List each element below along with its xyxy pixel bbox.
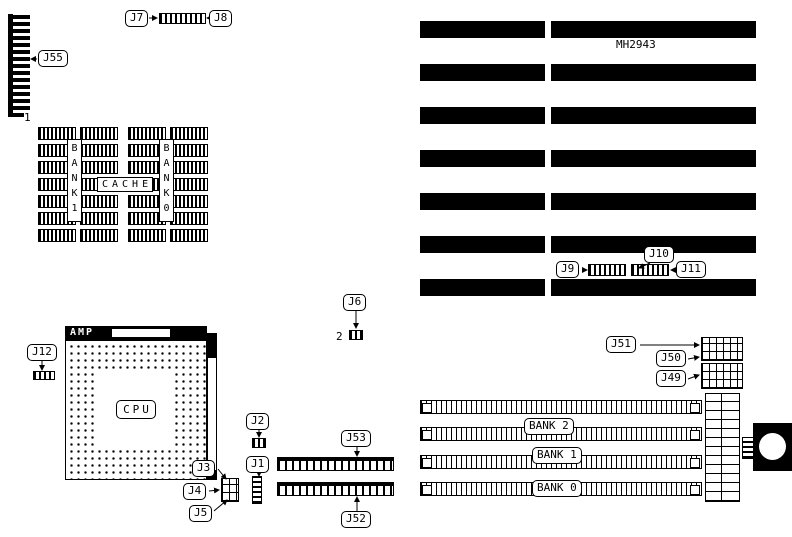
label-j11: J11 (676, 261, 706, 278)
cache-chip (80, 229, 118, 242)
isa-slot-5 (420, 193, 756, 210)
isa-slot-2 (420, 64, 756, 81)
cache-chip (128, 229, 166, 242)
cpu-label: CPU (116, 399, 156, 419)
cache-chip (80, 127, 118, 140)
label-j51: J51 (606, 336, 636, 353)
label-memory-bank2: BANK 2 (524, 418, 574, 435)
jumper-j6 (349, 330, 363, 340)
leader-line (213, 499, 228, 512)
label-j6: J6 (343, 294, 367, 311)
leader-line (638, 262, 651, 269)
label-j50: J50 (656, 350, 686, 367)
power-terminal-strip (705, 393, 740, 502)
connector-j50-j51-block (701, 337, 743, 361)
board-id: MH2943 (616, 38, 656, 51)
jumper-j2 (252, 438, 266, 448)
cache-bank0-label: BANK0 (159, 139, 174, 222)
simm-slot-1 (420, 400, 702, 414)
keyboard-connector (753, 423, 792, 471)
isa-notch (545, 236, 551, 253)
label-j4: J4 (183, 483, 207, 500)
leader-line (208, 487, 220, 494)
connector-j53 (277, 457, 394, 471)
isa-slot-4 (420, 150, 756, 167)
leader-line (687, 373, 700, 380)
isa-notch (545, 193, 551, 210)
edge-connector-j55 (8, 14, 30, 117)
label-j55: J55 (38, 50, 68, 67)
cache-chip (38, 127, 76, 140)
amp-window (112, 329, 170, 337)
cache-chip-column-2 (80, 127, 118, 246)
connector-j49-block (701, 363, 743, 389)
cache-label: CACHE (97, 177, 154, 192)
label-j12: J12 (27, 344, 57, 361)
isa-notch (545, 107, 551, 124)
cache-chip-column-3 (128, 127, 166, 246)
cache-chip (170, 127, 208, 140)
label-j2: J2 (246, 413, 270, 430)
cache-chip (128, 127, 166, 140)
leader-line (687, 354, 700, 361)
label-j8: J8 (209, 10, 233, 27)
pin1-marker: 1 (24, 111, 31, 124)
label-j52: J52 (341, 511, 371, 528)
cache-chip (170, 229, 208, 242)
label-memory-bank1: BANK 1 (532, 447, 582, 464)
keyboard-connector-hole (759, 433, 786, 460)
label-j1: J1 (246, 456, 270, 473)
label-j49: J49 (656, 370, 686, 387)
label-j9: J9 (556, 261, 580, 278)
label-j53: J53 (341, 430, 371, 447)
label-j10: J10 (644, 246, 674, 263)
isa-slot-3 (420, 107, 756, 124)
amp-brand-label: AMP (70, 327, 95, 338)
pin2-marker: 2 (336, 330, 343, 343)
cpu-socket-topbar: AMP (65, 326, 207, 340)
isa-notch (545, 21, 551, 38)
label-memory-bank0: BANK 0 (532, 480, 582, 497)
isa-notch (545, 150, 551, 167)
cpu-socket-cavity: CPU (97, 370, 175, 448)
isa-notch (545, 64, 551, 81)
label-j5: J5 (189, 505, 213, 522)
socket-lever (207, 333, 217, 480)
jumper-j7-j8 (159, 13, 206, 24)
connector-j52 (277, 482, 394, 496)
isa-notch (545, 279, 551, 296)
cpu-socket: CPU (65, 340, 207, 480)
cache-chip (38, 229, 76, 242)
jumper-block-j3-j4-j5 (221, 478, 239, 502)
leader-line (217, 468, 227, 480)
label-j3: J3 (192, 460, 216, 477)
cache-chip-column-4 (170, 127, 208, 246)
jumper-j9 (588, 264, 626, 276)
isa-slot-7 (420, 279, 756, 296)
cache-bank1-label: BANK1 (67, 139, 82, 222)
label-j7: J7 (125, 10, 149, 27)
connector-j12 (33, 371, 55, 380)
isa-slot-1 (420, 21, 756, 38)
